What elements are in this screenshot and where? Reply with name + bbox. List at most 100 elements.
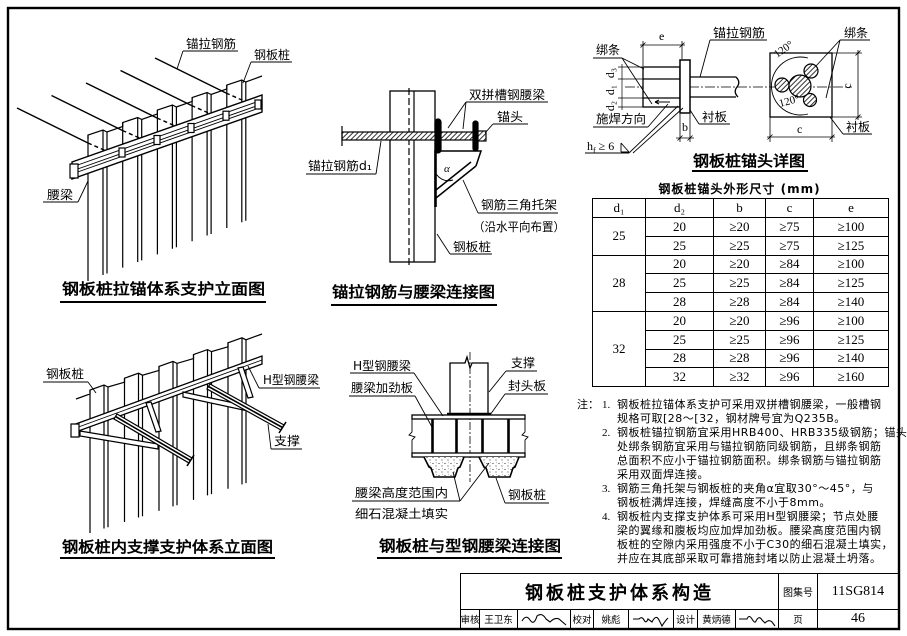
sheet-pile-section [389, 90, 436, 263]
waler-stiffeners [431, 419, 510, 453]
cell-b: ≥25 [713, 329, 766, 350]
struts [79, 366, 287, 467]
dimension-d-lines [618, 64, 643, 110]
dim-label-d3: d₃ [603, 68, 617, 78]
sheet-pile-edges [89, 337, 247, 533]
note-item: 3.钢筋三角托架与钢板桩的夹角α宜取30°～45°，与钢板桩满焊连接，焊缝高度不… [577, 482, 899, 510]
cell-c: ≥84 [765, 292, 814, 312]
note-line: 处绑条钢筋宜采用与锚拉钢筋同级钢筋，且绑条钢筋 [617, 440, 882, 453]
cell-b: ≥28 [713, 292, 766, 312]
cell-b: ≥20 [713, 217, 766, 237]
cell-b: ≥20 [713, 254, 766, 275]
backing-plate-square [769, 52, 833, 118]
label-sheet-pile: 钢板桩 [453, 239, 491, 254]
cell-d2: 20 [645, 217, 714, 237]
diagram-title: 钢板桩与型钢腰梁连接图 [379, 537, 561, 555]
table-header-row: d₁ d₂ b c e [592, 198, 889, 218]
weld-size-value: ≥ 6 [596, 139, 615, 153]
tie-rod [16, 107, 89, 144]
label-backing-plate-right: 衬板 [846, 120, 870, 134]
tie-rod [154, 57, 227, 94]
label-stiffener: 腰梁加劲板 [351, 380, 413, 395]
h-waler-connection-diagram: H型钢腰梁 腰梁加劲板 支撑 封头板 腰梁高度范围内 细石混凝土填实 钢板桩 钢… [349, 352, 562, 559]
dim-label-d2: d₂ [603, 101, 617, 111]
waler-break-lines [408, 419, 529, 453]
label-sheet-pile: 钢板桩 [46, 366, 84, 381]
cell-e: ≥100 [813, 254, 889, 275]
tie-rod [120, 69, 192, 107]
sheet-pile-edges [87, 80, 247, 281]
header-d2: d₂ [645, 198, 714, 218]
label-tie-rod: 锚拉钢筋 [186, 36, 236, 51]
cell-d1: 32 [592, 310, 646, 388]
table-row: 32≥32≥96≥160 [593, 367, 889, 388]
note-line: 并应在其底部采取可靠措施封堵以防止混凝土坍落。 [617, 552, 882, 565]
tie-rod-bar [341, 131, 481, 141]
header-c: c [765, 198, 814, 218]
note-line: 总面积不应小于锚拉钢筋面积。绑条钢筋与锚拉钢筋 [617, 454, 882, 467]
strut-web-line [115, 415, 195, 467]
angle-arc [435, 173, 454, 182]
cell-e: ≥125 [813, 329, 889, 350]
cell-b: ≥32 [713, 367, 766, 388]
cell-e: ≥125 [813, 235, 889, 256]
strut-elevation-diagram: 钢板桩 H型钢腰梁 支撑 钢板桩内支撑支护体系立面图 [43, 333, 320, 559]
weld-symbol [620, 142, 630, 153]
header-d1: d₁ [592, 198, 646, 218]
label-fill-line-1: 腰梁高度范围内 [355, 485, 448, 500]
diagram-title: 锚拉钢筋与腰梁连接图 [332, 283, 495, 301]
cell-e: ≥140 [813, 292, 889, 312]
leader-lines [43, 365, 320, 450]
cell-c: ≥84 [765, 254, 814, 275]
signature-stroke [521, 613, 567, 625]
drawing-title: 钢板桩支护体系构造 [461, 574, 779, 610]
label-waler: 腰梁 [47, 187, 73, 202]
tie-rod-body [690, 76, 740, 98]
designer-name: 黄炳德 [698, 610, 736, 629]
cell-e: ≥100 [813, 217, 889, 237]
anchor-head-nut [477, 130, 487, 142]
knee-brace [79, 430, 159, 450]
strut-web-line [208, 385, 287, 434]
note-item: 2.钢板桩锚拉钢筋宜采用HRB400、HRB335级钢筋；锚头处绑条钢筋宜采用与… [577, 426, 907, 482]
dim-label-c-bottom: c [797, 122, 802, 136]
notes-label: 注： [577, 398, 599, 411]
cell-c: ≥75 [765, 235, 814, 256]
cell-c: ≥96 [765, 348, 814, 369]
angle-label-mid: 120° [778, 93, 801, 110]
atlas-number: 11SG814 [818, 574, 899, 610]
table-row: 28≥28≥96≥140 [593, 348, 889, 369]
cell-d2: 25 [645, 235, 714, 256]
notes-list: 1.钢板桩拉锚体系支护可采用双拼槽钢腰梁，一般槽钢规格可取[28～[32，钢材牌… [577, 398, 907, 566]
waler-channel-right [472, 120, 479, 152]
label-bracket: 钢筋三角托架 [481, 197, 557, 212]
label-sheet-pile: 钢板桩 [254, 47, 290, 62]
anchor-plate [222, 110, 230, 121]
review-label: 审核 [461, 610, 480, 629]
cell-d2: 20 [645, 310, 714, 331]
h-waler-beam [70, 355, 263, 438]
binding-bar-section [803, 63, 819, 79]
diagram-title: 钢板桩内支撑支护体系立面图 [62, 538, 273, 556]
knee-brace [145, 401, 162, 433]
note-item: 1.钢板桩拉锚体系支护可采用双拼槽钢腰梁，一般槽钢规格可取[28～[32，钢材牌… [577, 398, 899, 426]
label-weld-size: hf ≥ 6 [587, 139, 614, 155]
cell-e: ≥140 [813, 348, 889, 369]
dim-label-b: b [682, 120, 688, 134]
cell-d1: 28 [592, 254, 646, 312]
label-h-waler: H型钢腰梁 [263, 372, 319, 387]
page-number: 46 [818, 610, 899, 629]
anchor-table-title: 钢板桩锚头外形尺寸 (mm) [658, 182, 821, 196]
waler-top-flange [411, 414, 526, 420]
reviewer-name: 王卫东 [480, 610, 518, 629]
bar-divisions [643, 78, 680, 99]
signature-scribble [739, 615, 776, 626]
cell-b: ≥28 [713, 348, 766, 369]
bracket-top [435, 150, 483, 167]
dim-label-d1: d₁ [603, 85, 617, 95]
label-weld-direction: 施焊方向 [596, 111, 646, 126]
atlas-number-label: 图集号 [779, 574, 818, 610]
